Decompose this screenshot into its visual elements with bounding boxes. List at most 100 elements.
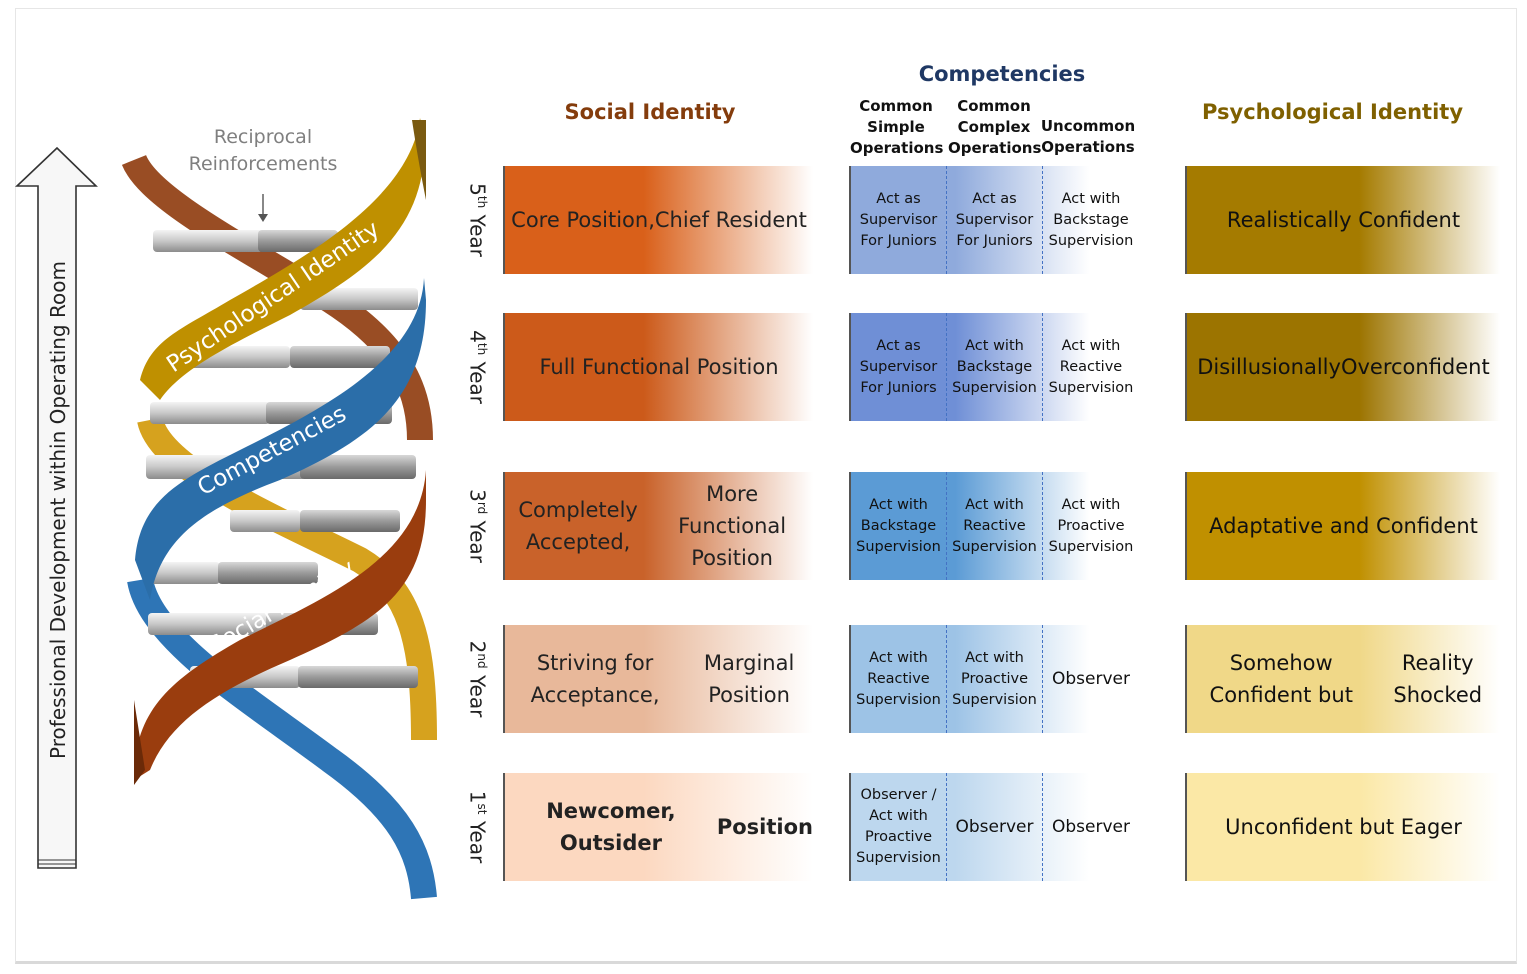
social-identity-text: Full Functional Position <box>539 355 779 379</box>
competency-cell: Observer <box>1043 625 1139 733</box>
competency-text: Act as <box>972 190 1017 207</box>
year-word: Year <box>465 514 490 563</box>
competency-text: Act with <box>869 496 928 513</box>
psychological-identity-text: Unconfident but Eager <box>1225 815 1462 839</box>
competencies-header: Competencies <box>918 62 1086 86</box>
competency-subheader-line: Common <box>957 97 1031 115</box>
competency-text: Proactive <box>1057 517 1125 534</box>
year-word: Year <box>465 208 490 257</box>
competency-text: Act with <box>869 808 928 824</box>
competency-text: Proactive <box>864 829 933 845</box>
year-label: 4th Year <box>465 312 496 422</box>
competency-text: Act with <box>965 649 1024 666</box>
competency-subheader-line: Uncommon <box>1040 117 1136 135</box>
year-suffix: rd <box>475 501 489 515</box>
year-number: 5 <box>465 183 490 196</box>
competency-cell: Observer <box>1043 773 1139 881</box>
competency-subheader-line: Operations <box>850 139 944 157</box>
psychological-identity-text: Disillusionally <box>1197 355 1341 379</box>
year-label: 3rd Year <box>465 471 496 581</box>
year-label: 5th Year <box>465 165 496 275</box>
psychological-identity-text: Realistically Confident <box>1226 208 1461 232</box>
year-label: 1st Year <box>465 772 496 882</box>
competency-text: Supervision <box>856 850 941 866</box>
competency-text: Supervision <box>1048 379 1134 396</box>
competency-subheader-line: Operations <box>1041 138 1135 156</box>
competency-text: Observer <box>1052 816 1130 837</box>
competency-text: Supervisor <box>859 358 938 375</box>
year-number: 3 <box>465 489 490 502</box>
competency-text: Reactive <box>867 670 930 687</box>
competency-subheader-line: Complex <box>957 118 1031 136</box>
competency-text: Act with <box>869 649 928 666</box>
year-number: 4 <box>465 330 490 343</box>
competency-text: Supervisor <box>955 211 1034 228</box>
competency-text: Act as <box>876 337 921 354</box>
reciprocal-line: Reciprocal <box>213 126 313 148</box>
year-number: 1 <box>465 790 490 804</box>
competency-subheader-line: Simple <box>867 118 925 136</box>
competency-text: Proactive <box>960 670 1029 687</box>
competency-text: Act with <box>965 496 1024 513</box>
competency-text: Supervisor <box>859 211 938 228</box>
competency-text: Act as <box>876 190 921 207</box>
competency-text: Supervision <box>1048 232 1134 249</box>
competency-text: For Juniors <box>860 379 937 396</box>
year-suffix: th <box>475 342 489 356</box>
competency-text: Observer / <box>860 787 937 803</box>
competency-cell: Observer <box>947 773 1043 881</box>
competency-text: Observer <box>955 816 1034 837</box>
social-identity-box: Core Position,Chief Resident <box>503 166 813 274</box>
year-suffix: nd <box>475 653 489 669</box>
year-label: 2nd Year <box>465 624 496 734</box>
vertical-axis-label: Professional Development within Operatin… <box>46 261 70 759</box>
psychological-identity-text: Somehow Confident but <box>1209 651 1353 707</box>
competency-text: Act with <box>1061 190 1121 207</box>
social-identity-text: Newcomer, Outsider <box>546 799 676 855</box>
competency-text: For Juniors <box>956 232 1033 249</box>
competency-text: Supervision <box>856 691 941 708</box>
reciprocal-line: Reinforcements <box>188 153 338 175</box>
competency-text: For Juniors <box>860 232 937 249</box>
reciprocal-rungs <box>146 230 418 688</box>
competency-text: Supervision <box>856 538 941 555</box>
competency-text: Backstage <box>1053 211 1129 228</box>
psychological-identity-text: Adaptative and Confident <box>1209 514 1478 538</box>
competency-text: Backstage <box>956 358 1033 375</box>
year-number: 2 <box>465 640 490 654</box>
social-identity-strand <box>134 470 426 780</box>
competency-text: Act with <box>965 337 1024 354</box>
competency-text: Reactive <box>963 517 1026 534</box>
social-identity-text: Completely Accepted, <box>518 498 638 554</box>
competency-text: Supervision <box>952 379 1037 396</box>
year-suffix: st <box>475 803 489 815</box>
down-arrow-icon <box>258 214 268 222</box>
psychological-identity-text: Overconfident <box>1340 355 1490 379</box>
social-identity-box: Completely Accepted,More Functional Posi… <box>503 472 813 580</box>
year-word: Year <box>465 668 490 718</box>
competencies-strand <box>135 278 426 600</box>
competency-text: Supervision <box>952 691 1037 708</box>
competency-text: Reactive <box>1059 358 1123 375</box>
competency-subheader-line: Operations <box>948 139 1042 157</box>
